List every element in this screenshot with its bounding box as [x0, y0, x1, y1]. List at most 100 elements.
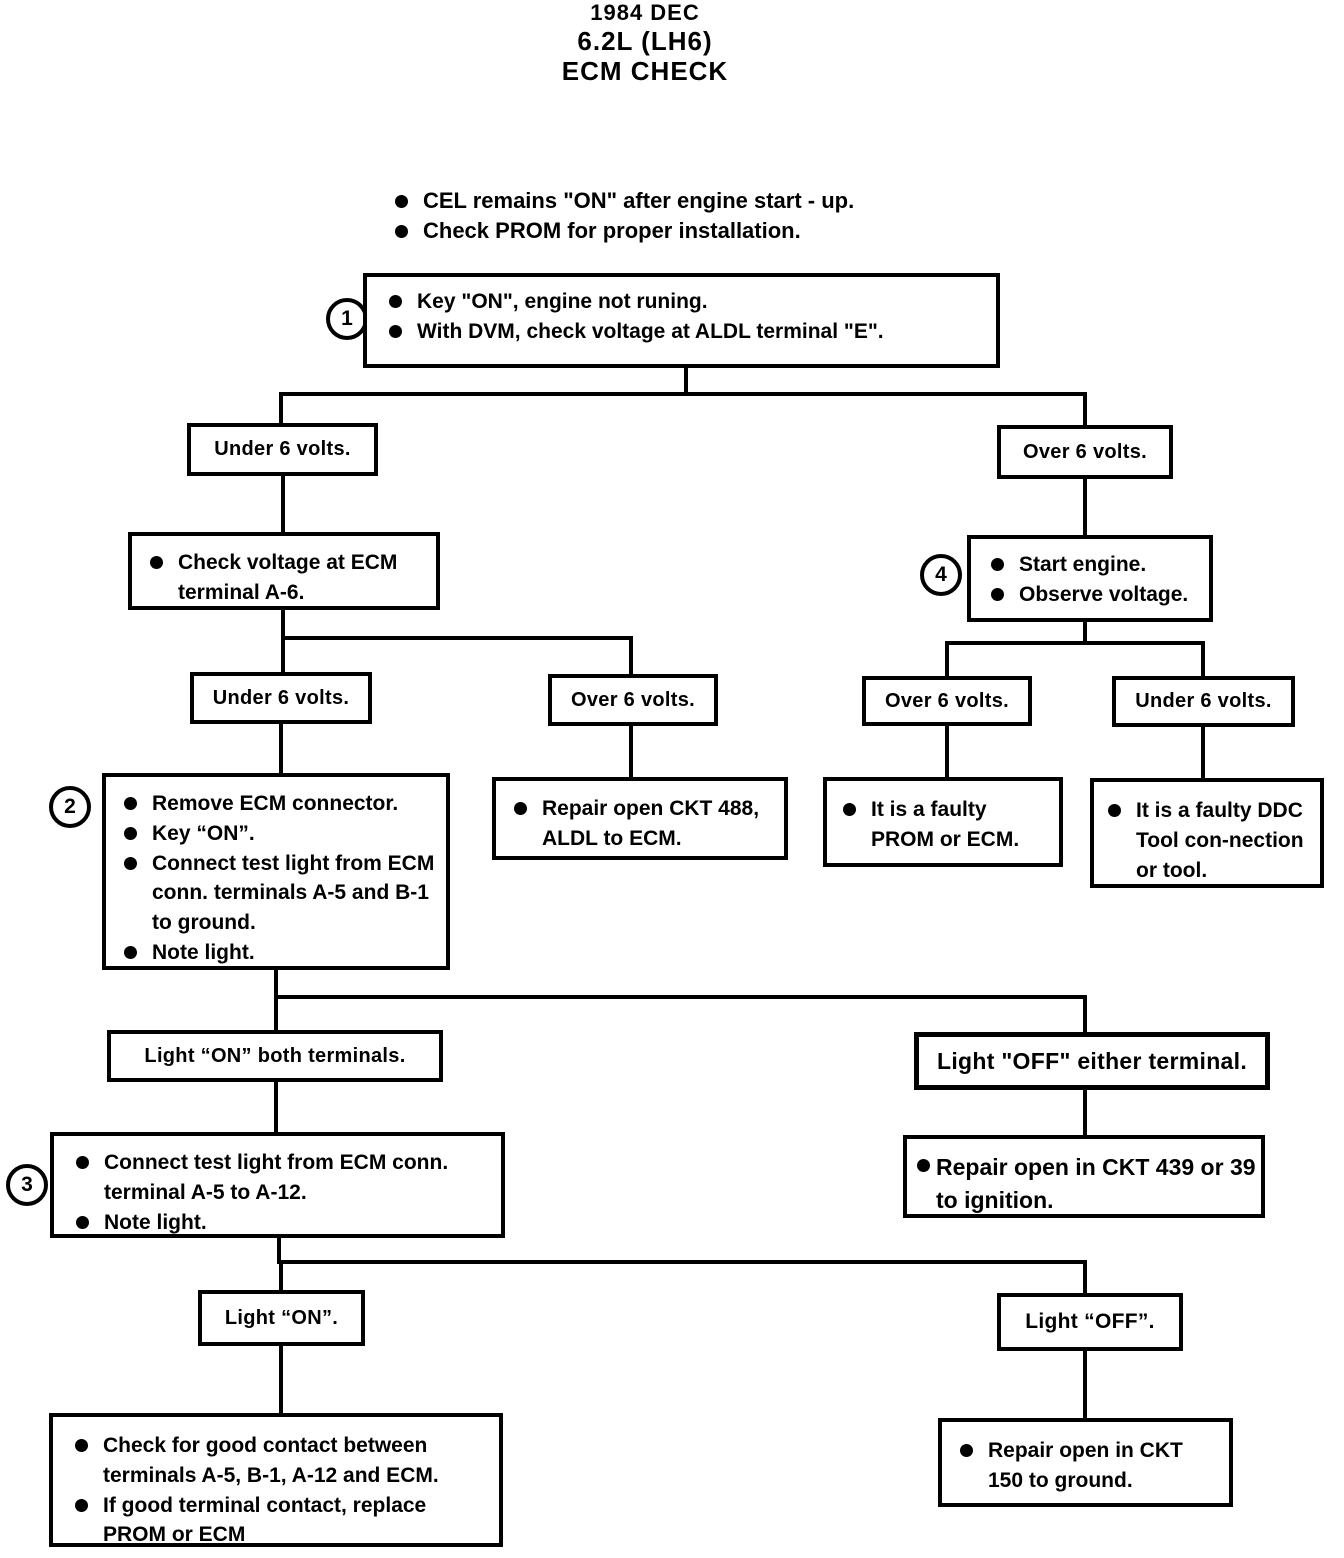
- bullet-icon: [124, 797, 137, 810]
- connector-line: [274, 970, 278, 997]
- connector-line: [1083, 995, 1087, 1032]
- bullet-icon: [514, 802, 527, 815]
- outcome-under-6-volts-3: Under 6 volts.: [1112, 676, 1295, 727]
- bullet-text: Note light.: [152, 941, 255, 965]
- bullet-item: Repair open CKT 488, ALDL to ECM.: [514, 794, 776, 854]
- bullet-item: It is a faulty DDC Tool con-nection or t…: [1108, 796, 1316, 885]
- bullet-icon: [395, 195, 408, 208]
- bullet-icon: [960, 1444, 973, 1457]
- connector-line: [281, 610, 285, 672]
- bullet-item: Repair open in CKT 150 to ground.: [960, 1436, 1221, 1496]
- connector-line: [281, 636, 633, 640]
- note-item: CEL remains "ON" after engine start - up…: [395, 186, 1035, 216]
- bullet-icon: [124, 856, 137, 870]
- note-text: Check PROM for proper installation.: [423, 217, 801, 243]
- connector-line: [945, 726, 949, 777]
- connector-line: [279, 1260, 283, 1290]
- flow-box-repair-ckt-150: Repair open in CKT 150 to ground.: [938, 1418, 1233, 1507]
- bullet-icon: [75, 1439, 88, 1452]
- flow-box-step2: Remove ECM connector. Key “ON”. Connect …: [102, 773, 450, 970]
- bullet-icon: [124, 826, 137, 840]
- bullet-text: It is a faulty PROM or ECM.: [871, 798, 1020, 851]
- bullet-item: Remove ECM connector.: [124, 789, 442, 819]
- bullet-icon: [991, 587, 1004, 601]
- step-number-1: 1: [326, 298, 368, 340]
- outcome-label: Over 6 volts.: [1023, 440, 1147, 463]
- bullet-text: Check voltage at ECM terminal A-6.: [178, 551, 398, 604]
- flow-box-step3: Connect test light from ECM conn. termin…: [50, 1132, 505, 1238]
- bullet-icon: [843, 803, 856, 816]
- outcome-light-off-either: Light "OFF" either terminal.: [914, 1032, 1270, 1090]
- bullet-item: Key "ON", engine not runing.: [389, 287, 988, 317]
- connector-line: [279, 724, 283, 773]
- connector-line: [274, 995, 278, 1030]
- outcome-light-on: Light “ON”.: [198, 1290, 365, 1346]
- connector-line: [1083, 1260, 1087, 1293]
- page-title-engine: 6.2L (LH6): [577, 26, 713, 56]
- bullet-item: Check for good contact between terminals…: [75, 1431, 491, 1491]
- connector-line: [281, 476, 285, 532]
- connector-line: [945, 641, 1205, 645]
- bullet-text: Repair open CKT 488, ALDL to ECM.: [542, 797, 760, 850]
- note-text: CEL remains "ON" after engine start - up…: [423, 188, 855, 213]
- bullet-text: Connect test light from ECM conn. termin…: [104, 1151, 449, 1204]
- connector-line: [629, 636, 633, 674]
- connector-line: [277, 1238, 281, 1262]
- connector-line: [1083, 479, 1087, 535]
- connector-line: [945, 641, 949, 676]
- flow-box-faulty-prom: It is a faulty PROM or ECM.: [823, 777, 1063, 867]
- outcome-over-6-volts-2: Over 6 volts.: [548, 674, 718, 726]
- bullet-item: Note light.: [124, 938, 442, 968]
- bullet-icon: [76, 1156, 89, 1169]
- bullet-icon: [1108, 804, 1121, 817]
- page-title-test: ECM CHECK: [561, 56, 729, 86]
- bullet-item: Observe voltage.: [991, 580, 1201, 610]
- bullet-text: Key “ON”.: [152, 821, 255, 845]
- bullet-item: If good terminal contact, replace PROM o…: [75, 1491, 491, 1551]
- bullet-text: With DVM, check voltage at ALDL terminal…: [417, 319, 884, 343]
- outcome-label: Light "OFF" either terminal.: [936, 1047, 1248, 1074]
- outcome-label: Over 6 volts.: [571, 688, 695, 711]
- outcome-over-6-volts-3: Over 6 volts.: [862, 676, 1032, 726]
- bullet-item: Repair open in CKT 439 or 39 to ignition…: [917, 1151, 1259, 1216]
- outcome-light-off: Light “OFF”.: [997, 1293, 1183, 1351]
- flow-box-repair-ckt-439: Repair open in CKT 439 or 39 to ignition…: [903, 1135, 1265, 1218]
- bullet-icon: [917, 1159, 930, 1172]
- bullet-text: Key "ON", engine not runing.: [417, 290, 708, 313]
- bullet-item: Connect test light from ECM conn. termin…: [76, 1148, 493, 1208]
- outcome-label: Light “ON” both terminals.: [144, 1044, 406, 1067]
- outcome-light-on-both: Light “ON” both terminals.: [107, 1030, 443, 1082]
- bullet-text: Repair open in CKT 150 to ground.: [988, 1439, 1183, 1492]
- bullet-text: Start engine.: [1019, 553, 1147, 576]
- bullet-icon: [124, 946, 137, 960]
- outcome-label: Light “ON”.: [224, 1306, 339, 1329]
- connector-line: [684, 368, 688, 396]
- outcome-over-6-volts-1: Over 6 volts.: [997, 425, 1173, 479]
- bullet-text: It is a faulty DDC Tool con-nection or t…: [1136, 799, 1304, 882]
- bullet-item: Connect test light from ECM conn. termin…: [124, 849, 442, 938]
- bullet-item: It is a faulty PROM or ECM.: [843, 795, 1051, 855]
- bullet-item: Note light.: [76, 1208, 493, 1238]
- flow-box-step1: Key "ON", engine not runing. With DVM, c…: [363, 273, 1000, 368]
- flow-box-check-contact: Check for good contact between terminals…: [49, 1413, 503, 1547]
- connector-line: [279, 392, 1087, 396]
- step-number-4: 4: [920, 554, 962, 596]
- outcome-label: Under 6 volts.: [212, 686, 350, 709]
- outcome-under-6-volts-2: Under 6 volts.: [190, 672, 372, 724]
- bullet-text: Repair open in CKT 439 or 39 to ignition…: [936, 1154, 1256, 1213]
- connector-line: [1201, 641, 1205, 676]
- flow-box-step4: Start engine. Observe voltage.: [967, 535, 1213, 622]
- connector-line: [1201, 727, 1205, 778]
- bullet-text: Note light.: [104, 1210, 207, 1234]
- bullet-item: Check voltage at ECM terminal A-6.: [150, 548, 428, 608]
- connector-line: [1083, 1090, 1087, 1135]
- outcome-label: Under 6 volts.: [1135, 690, 1272, 712]
- bullet-text: Connect test light from ECM conn. termin…: [152, 851, 435, 935]
- connector-line: [1083, 1351, 1087, 1418]
- page-title-date: 1984 DEC: [590, 0, 700, 25]
- connector-line: [1083, 392, 1087, 425]
- connector-line: [279, 392, 283, 423]
- flow-box-check-a6: Check voltage at ECM terminal A-6.: [128, 532, 440, 610]
- bullet-icon: [76, 1215, 89, 1229]
